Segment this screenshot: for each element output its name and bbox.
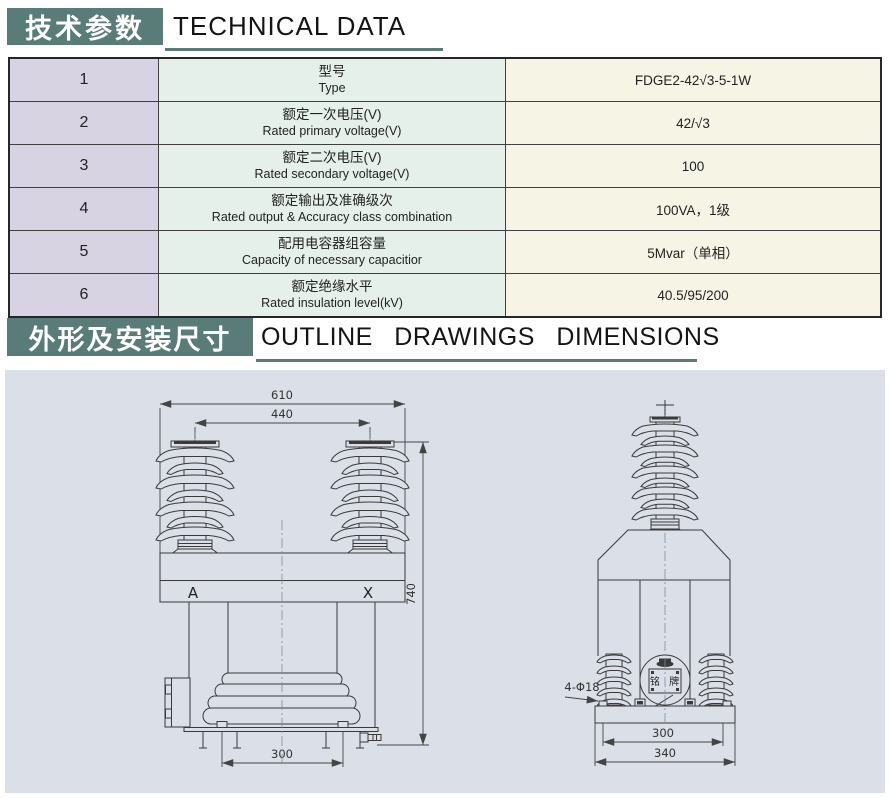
row-number: 1 [8, 57, 159, 102]
row-value: 5Mvar（单相） [505, 230, 882, 274]
row-label-zh: 额定输出及准确级次 [271, 193, 393, 209]
dim-740-label: 740 [404, 583, 418, 605]
row-number: 3 [8, 144, 159, 188]
dim-440-label: 440 [271, 407, 293, 421]
section2-title-zh-badge: 外形及安装尺寸 [7, 318, 253, 356]
row-label: 额定一次电压(V) Rated primary voltage(V) [158, 101, 506, 145]
mounting-holes-label: 4-Φ18 [564, 680, 599, 694]
row-label-zh: 配用电容器组容量 [278, 236, 386, 252]
nameplate-label: 铭 牌 [650, 675, 682, 688]
section1-underline [165, 48, 443, 51]
table-row: 6 额定绝缘水平 Rated insulation level(kV) 40.5… [8, 273, 882, 318]
row-label-zh: 型号 [318, 64, 346, 80]
row-number: 5 [8, 230, 159, 274]
table-row: 2 额定一次电压(V) Rated primary voltage(V) 42/… [8, 101, 882, 145]
row-label: 额定二次电压(V) Rated secondary voltage(V) [158, 144, 506, 188]
row-label: 额定输出及准确级次 Rated output & Accuracy class … [158, 187, 506, 231]
outline-drawing-svg: 610 440 740 [5, 388, 736, 767]
row-number: 6 [8, 273, 159, 318]
terminal-a-label: A [188, 584, 199, 602]
side-view-drawing: 铭 牌 4-Φ18 300 [564, 400, 736, 766]
row-number: 2 [8, 101, 159, 145]
row-label: 额定绝缘水平 Rated insulation level(kV) [158, 273, 506, 318]
row-label-en: Rated output & Accuracy class combinatio… [211, 209, 453, 224]
section2-title-en: OUTLINE DRAWINGS DIMENSIONS [261, 323, 720, 351]
row-value: 40.5/95/200 [505, 273, 882, 318]
section2-underline [256, 359, 697, 362]
technical-data-table: 1 型号 Type FDGE2-42√3-5-1W 2 额定一次电压(V) Ra… [8, 57, 882, 318]
side-insulator [632, 417, 698, 533]
section2-title-zh: 外形及安装尺寸 [28, 324, 232, 355]
row-value: FDGE2-42√3-5-1W [505, 57, 882, 102]
outline-drawings-panel: 610 440 740 [5, 370, 885, 793]
front-view-drawing: 610 440 740 [156, 388, 429, 767]
row-label: 配用电容器组容量 Capacity of necessary capacitio… [158, 230, 506, 274]
row-number: 4 [8, 187, 159, 231]
terminal-x-label: X [363, 584, 373, 602]
table-row: 3 额定二次电压(V) Rated secondary voltage(V) 1… [8, 144, 882, 188]
row-value: 100 [505, 144, 882, 188]
row-label: 型号 Type [158, 57, 506, 102]
table-row: 5 配用电容器组容量 Capacity of necessary capacit… [8, 230, 882, 274]
row-label-zh: 额定二次电压(V) [282, 150, 382, 166]
dim-300-side-label: 300 [652, 726, 674, 740]
row-label-zh: 额定一次电压(V) [282, 107, 382, 123]
front-right-insulator [331, 441, 409, 554]
section1-title-zh: 技术参数 [25, 14, 145, 44]
dim-340-side-label: 340 [654, 746, 676, 760]
row-label-en: Capacity of necessary capacitior [242, 252, 422, 267]
table-row: 1 型号 Type FDGE2-42√3-5-1W [8, 57, 882, 102]
row-label-en: Rated insulation level(kV) [261, 295, 403, 310]
row-label-en: Rated primary voltage(V) [262, 123, 402, 138]
row-value: 42/√3 [505, 101, 882, 145]
row-value: 100VA，1级 [505, 187, 882, 231]
row-label-en: Type [318, 80, 346, 95]
front-left-insulator [156, 441, 234, 554]
section1-title-en: TECHNICAL DATA [173, 11, 407, 41]
row-label-zh: 额定绝缘水平 [291, 279, 373, 295]
section1-title-zh-badge: 技术参数 [7, 8, 163, 45]
dim-610-label: 610 [271, 388, 293, 402]
table-row: 4 额定输出及准确级次 Rated output & Accuracy clas… [8, 187, 882, 231]
row-label-en: Rated secondary voltage(V) [254, 166, 410, 181]
